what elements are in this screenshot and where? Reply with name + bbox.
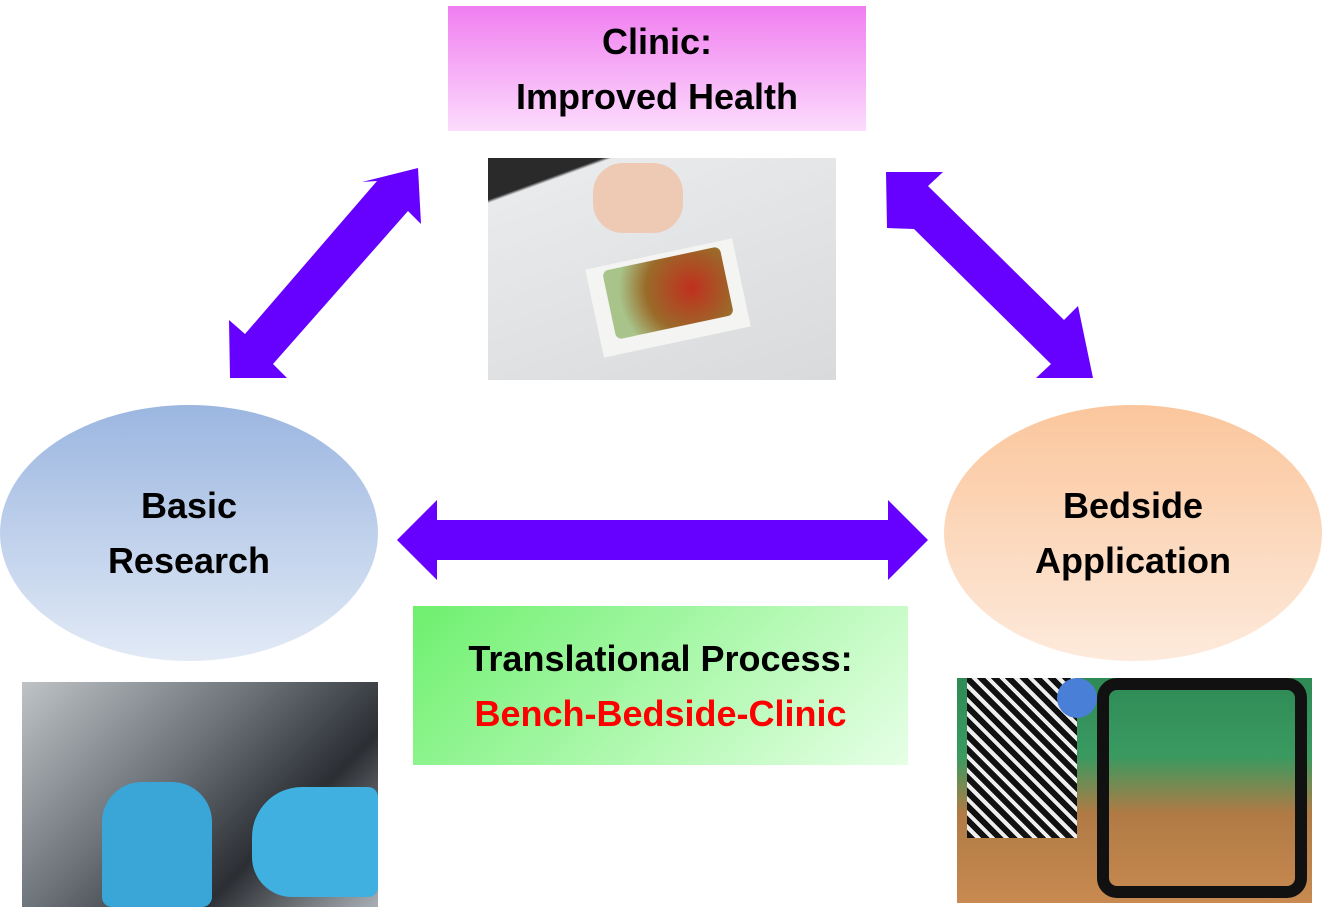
bedside-application-ellipse: Bedside Application	[944, 405, 1322, 661]
arrow-basic-clinic	[229, 168, 421, 378]
translational-process-box: Translational Process: Bench-Bedside-Cli…	[413, 606, 908, 765]
basic-research-ellipse: Basic Research	[0, 405, 378, 661]
photo-lab-surgery	[22, 682, 378, 907]
clinic-title: Clinic:	[601, 20, 712, 62]
arrow-clinic-bedside	[886, 172, 1093, 378]
basic-research-line2: Research	[107, 540, 271, 581]
photo-bedside-test	[957, 678, 1312, 903]
translational-title: Translational Process:	[468, 637, 853, 679]
bedside-line2: Application	[1035, 540, 1231, 581]
arrow-basic-bedside	[397, 500, 928, 580]
bedside-line1: Bedside	[1062, 485, 1204, 526]
photo-eating-meal	[488, 158, 836, 380]
clinic-box: Clinic: Improved Health	[448, 6, 866, 131]
basic-research-line1: Basic	[140, 485, 238, 526]
clinic-subtitle: Improved Health	[515, 75, 799, 117]
translational-subtitle: Bench-Bedside-Clinic	[474, 692, 847, 734]
